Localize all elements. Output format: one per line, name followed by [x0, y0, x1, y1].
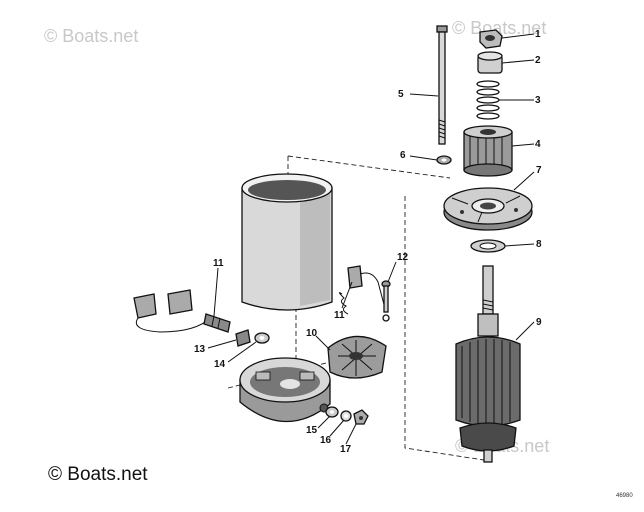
callout-2: 2 [535, 55, 541, 66]
part-7-end-cap [443, 187, 533, 231]
callout-7: 7 [536, 165, 542, 176]
part-9-armature [455, 265, 521, 463]
field-frame-cylinder [241, 173, 333, 311]
part-16-lockwasher [340, 410, 352, 422]
callout-8: 8 [536, 239, 542, 250]
callout-4: 4 [535, 139, 541, 150]
callout-1: 1 [535, 29, 541, 40]
watermark-top-left: © Boats.net [44, 26, 138, 46]
part-13-terminal [235, 329, 251, 347]
part-2-collar [477, 51, 503, 74]
callout-10: 10 [306, 328, 318, 339]
callout-11-right: 11 [334, 310, 345, 321]
callout-6: 6 [400, 150, 406, 161]
callout-12: 12 [397, 252, 409, 263]
callout-11-left: 11 [213, 258, 224, 269]
callout-14: 14 [214, 359, 226, 370]
commutator-end-housing [239, 357, 331, 423]
part-11-brush-lead-left [133, 289, 231, 333]
part-17-nut [353, 409, 369, 425]
callout-16: 16 [320, 435, 332, 446]
part-4-drive-pinion [463, 125, 513, 177]
callout-13: 13 [194, 344, 206, 355]
watermark-top-right: © Boats.net [452, 18, 546, 38]
callout-3: 3 [535, 95, 541, 106]
part-10-brush-plate [327, 335, 387, 379]
callout-9: 9 [536, 317, 542, 328]
part-15-washer [325, 406, 339, 418]
part-12-screw [381, 280, 391, 322]
part-14-insulator-washer [254, 332, 270, 344]
callout-numbers: 1 2 3 4 5 6 7 8 9 10 11 11 12 13 14 15 1… [194, 29, 542, 455]
part-1-nut [479, 29, 503, 49]
part-11-brushes-right [338, 265, 387, 315]
callout-15: 15 [306, 425, 318, 436]
part-5-through-bolt [436, 25, 448, 145]
callout-5: 5 [398, 89, 404, 100]
drawing-code: 46980 [616, 493, 633, 499]
watermark-bottom-left: © Boats.net [48, 464, 148, 485]
callout-17: 17 [340, 444, 352, 455]
part-3-spring [476, 80, 500, 120]
part-6-washer [436, 155, 452, 165]
leader-lines [207, 33, 535, 445]
part-8-thrust-washer [470, 239, 506, 253]
